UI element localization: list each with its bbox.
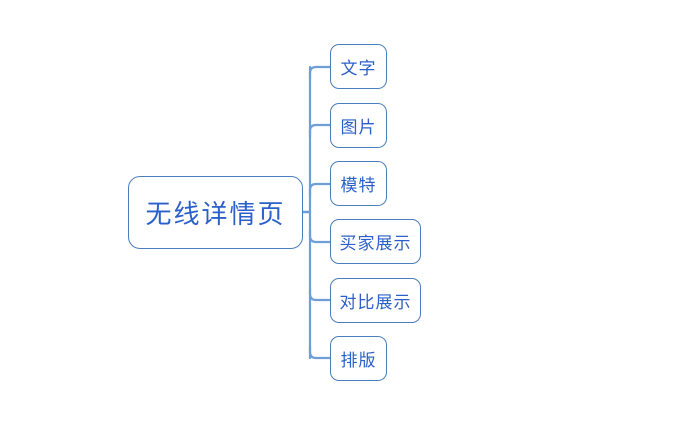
- root-node-label: 无线详情页: [145, 200, 286, 230]
- child-node-2[interactable]: 图片: [330, 103, 387, 148]
- child-node-5-label: 对比展示: [339, 293, 412, 313]
- connector-branch-4: [308, 228, 332, 244]
- child-node-3[interactable]: 模特: [330, 161, 387, 206]
- connector-branch-3: [308, 182, 332, 198]
- child-node-4[interactable]: 买家展示: [330, 219, 421, 264]
- child-node-5[interactable]: 对比展示: [330, 278, 421, 323]
- connector-branch-1: [308, 65, 332, 81]
- child-node-3-label: 模特: [340, 176, 377, 196]
- child-node-2-label: 图片: [340, 118, 377, 138]
- child-node-1[interactable]: 文字: [330, 44, 387, 89]
- child-node-6-label: 排版: [340, 351, 377, 371]
- connector-branch-2: [308, 123, 332, 139]
- child-node-6[interactable]: 排版: [330, 336, 387, 381]
- connector-branch-6: [308, 344, 332, 360]
- child-node-4-label: 买家展示: [339, 234, 412, 254]
- child-node-1-label: 文字: [340, 59, 377, 79]
- connector-branch-5: [308, 286, 332, 302]
- root-node[interactable]: 无线详情页: [128, 176, 303, 249]
